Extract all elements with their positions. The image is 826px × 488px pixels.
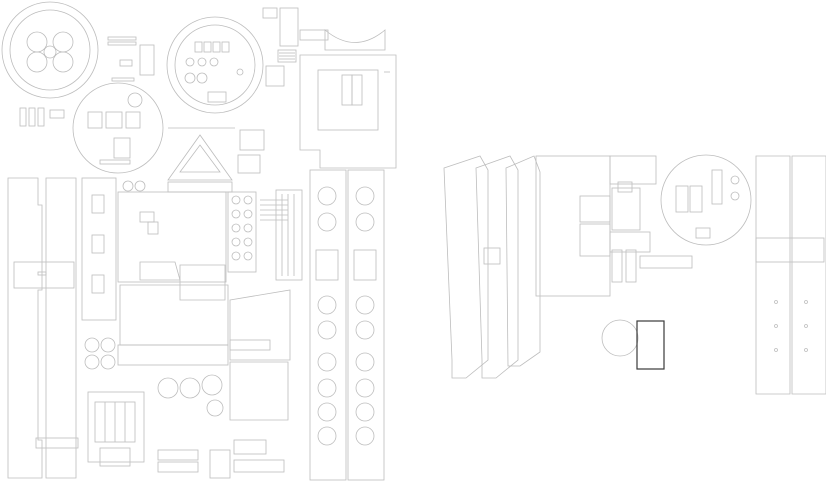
strip-part	[107, 41, 137, 46]
slot-part	[49, 109, 65, 119]
tall-strip-right-2	[791, 155, 826, 395]
tall-strip-left-2	[35, 177, 79, 479]
flag-part	[279, 7, 299, 47]
bolt-grid-part	[227, 191, 257, 273]
block-part	[239, 129, 265, 151]
truss-part	[167, 127, 235, 193]
bracket-part	[139, 44, 155, 76]
block-part	[209, 449, 231, 479]
tab-part	[262, 7, 278, 19]
control-panel-disc	[166, 16, 264, 114]
angled-panel-part	[229, 289, 291, 421]
quatrefoil-disc	[1, 1, 99, 99]
fin-vent-part	[260, 189, 303, 281]
block-part	[233, 439, 267, 455]
wheel-parts	[84, 337, 224, 417]
peg-part	[625, 249, 637, 283]
side-rail-part	[443, 155, 541, 379]
strip-part	[639, 255, 693, 269]
strip-part	[299, 29, 329, 41]
block-part	[265, 65, 285, 87]
slot-part	[37, 107, 45, 127]
tall-frame-part	[81, 177, 117, 321]
gear-disc	[72, 82, 164, 174]
circle-strip-left	[309, 169, 347, 481]
left-parts-group	[1, 1, 397, 481]
right-parts-group	[443, 154, 826, 395]
tab-part	[119, 59, 133, 67]
vent-part	[277, 49, 297, 63]
slot-part	[28, 107, 36, 127]
main-panel-part	[117, 180, 229, 366]
dial-disc	[660, 154, 752, 246]
strip-part	[111, 77, 135, 82]
tall-strip-left-1	[7, 177, 75, 479]
circle-strip-right	[347, 169, 385, 481]
slot-part	[19, 107, 27, 127]
tall-strip-right-1	[755, 155, 825, 395]
strip-part	[233, 459, 285, 473]
highlighted-rect-part	[636, 320, 665, 370]
tower-part	[609, 155, 657, 253]
body-box-part	[535, 155, 611, 297]
strip-part	[157, 449, 199, 461]
block-part	[237, 154, 261, 174]
round-disc-part	[601, 319, 639, 357]
peg-part	[611, 249, 623, 283]
strip-part	[107, 36, 137, 41]
window-column-part	[299, 29, 397, 169]
strip-part	[157, 461, 199, 473]
cab-part	[87, 391, 145, 467]
